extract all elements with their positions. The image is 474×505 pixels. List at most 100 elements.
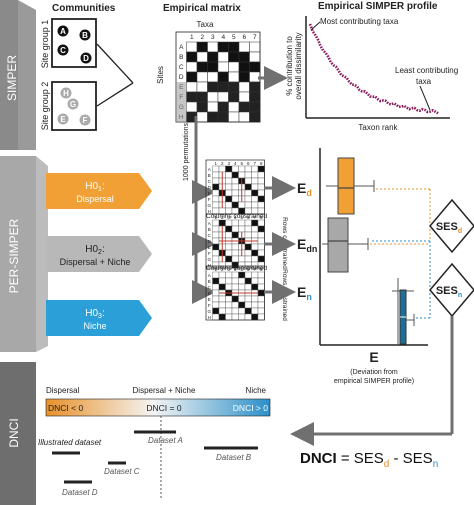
matrix-cell <box>238 91 250 103</box>
matrix-cell <box>207 61 219 73</box>
perm-cell <box>231 201 239 209</box>
perm-cell <box>257 165 265 173</box>
dataset-a-label: Dataset A <box>148 436 183 445</box>
perm-col-header: 7 <box>253 215 256 220</box>
most-contributing-label: Most contributing taxa <box>320 17 399 26</box>
perm-row-header: G <box>207 257 211 262</box>
perm-cell <box>212 195 220 203</box>
perm-cell <box>244 307 252 315</box>
community-letter-h: H <box>63 89 69 98</box>
perm-cell <box>244 225 252 233</box>
svg-text:En: En <box>297 284 312 302</box>
perm-col-header: 4 <box>234 215 237 220</box>
matrix-col-header: 4 <box>221 34 225 41</box>
perm-cell <box>244 243 252 251</box>
ses-d-sub: d <box>458 228 462 235</box>
perm-cell <box>251 195 259 203</box>
perm-cell <box>225 301 233 309</box>
communities-title: Communities <box>52 3 116 14</box>
dataset-b-label: Dataset B <box>216 453 252 462</box>
perm-cell <box>231 189 239 197</box>
perm-row-header: G <box>207 203 211 208</box>
perm-cell <box>231 171 239 179</box>
e-n-sub: n <box>306 292 312 302</box>
perm-cell <box>212 249 220 257</box>
perm-cell <box>238 201 246 209</box>
perm-cell <box>238 277 246 285</box>
perm-cell <box>212 289 220 297</box>
perm-cell <box>212 313 220 321</box>
perm-cell <box>244 171 252 179</box>
formula-minus: - SES <box>389 450 432 467</box>
perm-cell <box>244 177 252 185</box>
perm-col-header: 1 <box>214 215 217 220</box>
perm-cell <box>257 289 265 297</box>
perm-cell <box>257 243 265 251</box>
e-dn-sub: dn <box>306 244 317 254</box>
matrix-cell <box>249 91 261 103</box>
h01-sub: 1 <box>98 186 102 193</box>
arrow-group2-to-matrix <box>96 82 134 107</box>
perm-cell <box>231 183 239 191</box>
perm-row-header: A <box>208 167 211 172</box>
perm-cell <box>212 189 220 197</box>
empirical-matrix: 1234567ABCDEFGH <box>175 31 261 123</box>
perm-cell <box>231 295 239 303</box>
perm-col-header: 6 <box>247 267 250 272</box>
perm-col-header: 7 <box>253 161 256 166</box>
svg-text:SESn: SESn <box>436 285 462 299</box>
matrix-cell <box>196 61 208 73</box>
perm-cell <box>225 219 233 227</box>
perm-col-header: 4 <box>234 161 237 166</box>
perm-cell <box>218 295 226 303</box>
perm-cell <box>257 219 265 227</box>
perm-cell <box>231 249 239 257</box>
perm-cell <box>238 219 246 227</box>
perm-cell <box>251 249 259 257</box>
perm-cell <box>251 271 259 279</box>
matrix-cell <box>249 41 261 53</box>
svg-text:SESd: SESd <box>436 221 462 235</box>
perm-cell <box>212 271 220 279</box>
dataset-d-label: Dataset D <box>62 488 98 497</box>
perm-cell <box>231 177 239 185</box>
matrix-cell <box>196 41 208 53</box>
arrow-group1-to-matrix <box>96 43 134 84</box>
matrix-cell <box>238 111 250 123</box>
perm-cell <box>231 271 239 279</box>
matrix-cell <box>196 81 208 93</box>
scale-niche-label: Niche <box>246 386 267 395</box>
h02-desc: Dispersal + Niche <box>60 257 131 267</box>
perm-row-header: H <box>208 263 211 268</box>
matrix-cell <box>217 111 229 123</box>
matrix-cell <box>196 51 208 63</box>
perm-cell <box>244 189 252 197</box>
matrix-cell <box>249 51 261 63</box>
perm-cell <box>231 195 239 203</box>
formula-lhs: DNCI <box>300 450 337 467</box>
profile-curve <box>308 23 439 115</box>
perm-cell <box>225 243 233 251</box>
perm-cell <box>257 249 265 257</box>
perm-row-header: B <box>208 227 211 232</box>
site-group-2-label: Site group 2 <box>40 82 50 131</box>
perm-cell <box>244 283 252 291</box>
perm-cell <box>257 237 265 245</box>
perm-cell <box>225 231 233 239</box>
perm-cell <box>238 225 246 233</box>
perm-cell <box>257 231 265 239</box>
perm-cell <box>257 277 265 285</box>
perm-cell <box>251 165 259 173</box>
matrix-cell <box>217 51 229 63</box>
profile-ylabel-1: % contribution to <box>285 36 294 96</box>
columns-constrained-label-1: Columns constrained <box>206 213 267 220</box>
e-d-main: E <box>297 180 306 196</box>
perm-col-header: 3 <box>227 215 230 220</box>
matrix-group2-shade <box>176 82 187 122</box>
matrix-row-header: D <box>179 74 184 81</box>
perm-row-header: F <box>208 251 211 256</box>
perm-cell <box>212 243 220 251</box>
perm-cell <box>231 277 239 285</box>
perm-cell <box>225 177 233 185</box>
